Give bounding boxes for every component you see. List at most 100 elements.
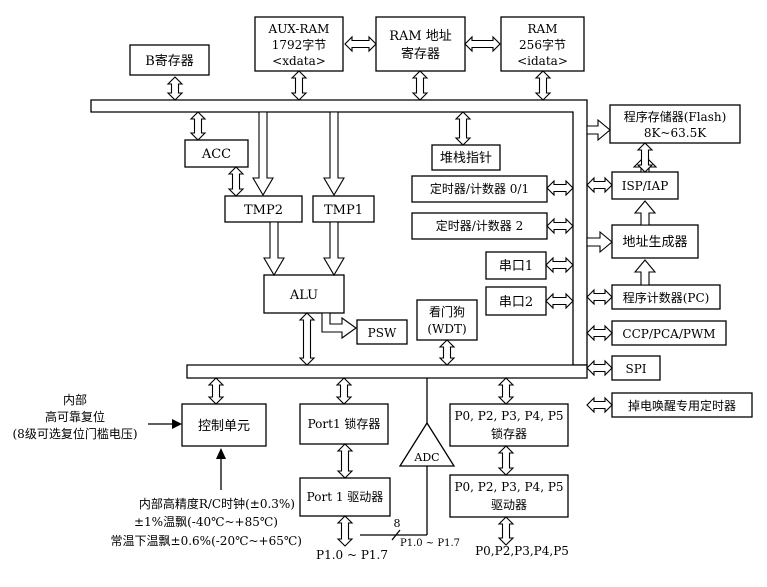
ports-driver-pins-arrow <box>497 516 515 546</box>
flash-title: 程序存储器(Flash) <box>624 109 727 124</box>
bus-spi-arrow <box>586 359 613 377</box>
port1-latch-label: Port1 锁存器 <box>308 416 381 431</box>
flash-isp-arrow <box>636 142 654 173</box>
ports-driver-label-2: 驱动器 <box>491 498 527 512</box>
ram-addr-bus-arrow <box>411 70 429 101</box>
ports-latch-block: P0, P2, P3, P4, P5 锁存器 <box>449 403 569 447</box>
bus-port1-latch-arrow <box>335 377 353 405</box>
timer01-bus-arrow <box>546 179 574 197</box>
ram-address-register-block: RAM 地址 寄存器 <box>375 16 466 72</box>
ram-address-label-2: 寄存器 <box>401 46 440 62</box>
pc-to-addr-gen-arrow <box>633 259 657 286</box>
flash-block: 程序存储器(Flash) 8K~63.5K <box>609 104 741 144</box>
b-register-label: B寄存器 <box>145 53 194 69</box>
control-unit-label: 控制单元 <box>198 419 250 434</box>
alu-bus-arrow <box>298 312 316 366</box>
aux-ram-title: AUX-RAM <box>268 22 330 36</box>
bidirectional-arrows <box>166 35 654 547</box>
reset-label-2: 高可靠复位 <box>45 409 105 424</box>
wdt-bus-arrow <box>438 339 456 366</box>
tmp1-block: TMP1 <box>312 195 375 223</box>
ram-title: RAM <box>528 22 558 36</box>
uart1-bus-arrow <box>545 256 574 274</box>
isp-iap-block: ISP/IAP <box>611 171 679 200</box>
ports-driver-block: P0, P2, P3, P4, P5 驱动器 <box>449 474 569 518</box>
bus-acc-arrow <box>189 111 207 141</box>
bus-ccp-arrow <box>586 324 613 342</box>
bus-ports-latch-arrow <box>497 377 515 405</box>
address-generator-block: 地址生成器 <box>611 224 699 259</box>
bus-to-addr-gen-arrow <box>586 230 613 254</box>
timer2-bus-arrow <box>546 217 574 235</box>
program-counter-block: 程序计数器(PC) <box>611 284 721 310</box>
tmp2-label: TMP2 <box>244 203 283 218</box>
connection-lines <box>148 378 428 541</box>
timer2-block: 定时器/计数器 2 <box>411 212 548 240</box>
uart2-label: 串口2 <box>499 295 533 310</box>
acc-to-tmp2-arrow <box>252 111 274 197</box>
bus-to-flash-arrow <box>586 118 611 142</box>
port1-pins-label: P1.0 ~ P1.7 <box>316 548 388 562</box>
isp-iap-label: ISP/IAP <box>622 179 669 193</box>
bus-stack-arrow <box>454 111 472 146</box>
uart1-label: 串口1 <box>499 259 533 274</box>
ccp-pca-pwm-label: CCP/PCA/PWM <box>622 327 715 341</box>
wakeup-timer-block: 掉电唤醒专用定时器 <box>611 392 753 418</box>
bus-width-label: 8 <box>394 517 401 530</box>
alu-label: ALU <box>289 288 318 303</box>
ram-addr-ram-arrow <box>464 35 501 53</box>
adc-block: ADC <box>398 421 456 467</box>
watchdog-label-2: (WDT) <box>427 322 466 336</box>
ram-block: RAM 256字节 <idata> <box>500 16 585 72</box>
uart2-bus-arrow <box>545 292 574 310</box>
adc-pins-label: P1.0 ~ P1.7 <box>400 538 460 549</box>
aux-ram-block: AUX-RAM 1792字节 <xdata> <box>254 16 344 72</box>
ports-latch-label-2: 锁存器 <box>491 426 527 441</box>
internal-bus-bottom <box>186 364 588 379</box>
psw-block: PSW <box>356 319 408 345</box>
alu-to-psw-arrow <box>321 312 357 340</box>
aux-ram-bus-arrow <box>290 70 308 101</box>
bus-wakeup-arrow <box>586 396 613 414</box>
aux-ram-tag: <xdata> <box>272 54 326 68</box>
reset-label-3: (8级可选复位门槛电压) <box>13 426 138 441</box>
clock-label-2: ±1%温飘(-40℃~+85℃) <box>134 515 278 529</box>
stack-pointer-block: 堆栈指针 <box>431 144 501 171</box>
port1-latch-driver-arrow <box>336 443 354 479</box>
clock-label-1: 内部高精度R/C时钟(±0.3%) <box>139 496 295 511</box>
timer01-label: 定时器/计数器 0/1 <box>430 181 529 196</box>
tmp1-label: TMP1 <box>324 203 363 218</box>
control-unit-block: 控制单元 <box>181 403 267 447</box>
ram-bus-arrow <box>534 70 552 101</box>
address-generator-label: 地址生成器 <box>622 235 687 250</box>
ram-size: 256字节 <box>519 37 566 52</box>
aux-ram-ram-addr-arrow <box>344 35 377 53</box>
port1-latch-block: Port1 锁存器 <box>299 403 389 445</box>
psw-label: PSW <box>368 326 397 340</box>
alu-block: ALU <box>263 274 345 314</box>
adc-label: ADC <box>413 451 439 464</box>
ports-latch-label-1: P0, P2, P3, P4, P5 <box>454 409 563 423</box>
acc-block: ACC <box>184 139 249 168</box>
addr-gen-to-isp-arrow <box>633 200 657 226</box>
ports-pins-label: P0,P2,P3,P4,P5 <box>475 544 569 558</box>
ccp-pca-pwm-block: CCP/PCA/PWM <box>611 320 727 346</box>
port1-driver-label: Port 1 驱动器 <box>307 490 384 504</box>
program-counter-label: 程序计数器(PC) <box>623 290 710 305</box>
port1-driver-block: Port 1 驱动器 <box>299 477 391 517</box>
ram-tag: <idata> <box>517 54 568 68</box>
b-reg-bus-arrow <box>166 76 184 101</box>
stack-pointer-label: 堆栈指针 <box>440 151 492 166</box>
tmp1-to-alu-arrow <box>323 221 345 277</box>
ports-latch-driver-arrow <box>497 445 515 476</box>
uart2-block: 串口2 <box>485 286 547 316</box>
bus-to-tmp1-arrow <box>323 111 345 197</box>
clock-annotation: 内部高精度R/C时钟(±0.3%) ±1%温飘(-40℃~+85℃) 常温下温飘… <box>111 496 302 548</box>
aux-ram-size: 1792字节 <box>272 37 327 52</box>
ports-driver-label-1: P0, P2, P3, P4, P5 <box>454 480 563 494</box>
watchdog-label-1: 看门狗 <box>429 304 465 319</box>
b-register-block: B寄存器 <box>129 44 210 76</box>
timer2-label: 定时器/计数器 2 <box>436 218 524 233</box>
reset-label-1: 内部 <box>63 392 87 407</box>
tmp2-to-alu-arrow <box>263 221 285 277</box>
